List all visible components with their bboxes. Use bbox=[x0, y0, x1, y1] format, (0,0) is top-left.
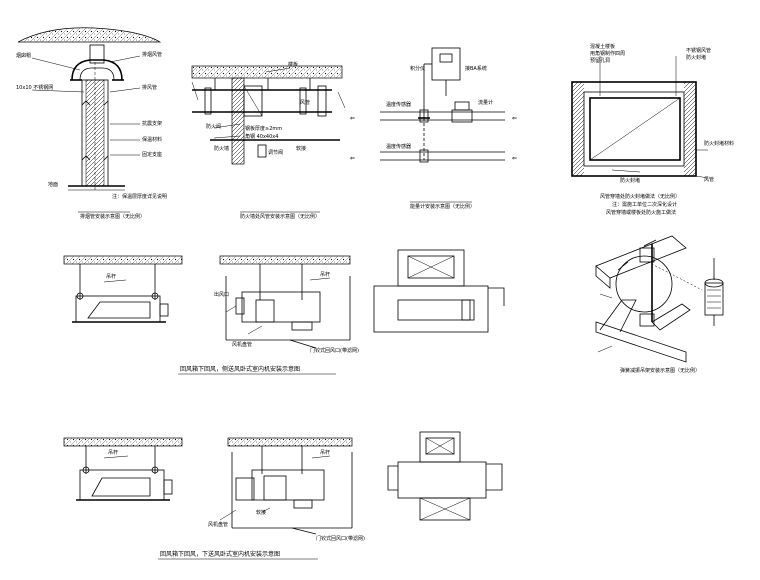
label-hanger-2: 吊杆 bbox=[320, 271, 330, 278]
label-hanger-2: 吊杆 bbox=[320, 449, 330, 456]
caption-drawing-4-3: 风管穿墙或楼板处防火施工做法 bbox=[606, 209, 676, 216]
label-spec-2: 角钢 40x40x4 bbox=[245, 133, 278, 140]
svg-text:⇐: ⇐ bbox=[512, 155, 517, 162]
label-spec-1: 钢板厚度≥2mm bbox=[245, 125, 282, 132]
label-duct-b: 抗震支架 bbox=[142, 120, 162, 127]
svg-text:⇐: ⇐ bbox=[350, 115, 355, 122]
drawing-bottom-supply-unit: 吊杆 吊杆 风机盘管 软接 门铰式回风口(带滤网) 回风箱下回风，下送风卧式室内… bbox=[63, 437, 365, 560]
caption-drawing-5: 回风箱下回风，侧送风卧式室内机安装示意图 bbox=[180, 365, 300, 373]
plan-view-unit-2 bbox=[387, 431, 503, 521]
label-fixing: 固定支座 bbox=[142, 151, 162, 158]
label-return: 门铰式回风口(带滤网) bbox=[310, 347, 359, 354]
label-bas: 接BA系统 bbox=[465, 65, 487, 72]
label-seal: 防火封堵 bbox=[620, 177, 640, 184]
svg-text:⇐: ⇐ bbox=[350, 155, 355, 162]
label-e: 防火封堵 bbox=[686, 54, 706, 61]
label-ground: 地面 bbox=[48, 181, 58, 188]
drawing-energy-meter: ⇐ ⇐ ⇐ ⇐ 积分仪 接BA系统 流量计 温度传感器 温度传感器 能量计安装示… bbox=[350, 47, 517, 210]
label-c: 预留孔洞 bbox=[590, 57, 610, 64]
label-note: 注：保温层厚度详见说明 bbox=[112, 193, 167, 200]
label-sensor-bottom: 温度传感器 bbox=[386, 143, 411, 150]
label-flow-meter: 流量计 bbox=[478, 99, 493, 106]
caption-drawing-7: 弹簧减振吊架安装示意图（无比例） bbox=[620, 367, 700, 374]
label-damper: 调节阀 bbox=[268, 149, 283, 156]
caption-drawing-4-1: 风管穿墙处防火封堵做法（无比例） bbox=[600, 193, 680, 200]
label-coil: 风机盘管 bbox=[232, 341, 252, 348]
label-duct-a: 排烟风管 bbox=[142, 51, 162, 58]
label-b: 用角钢制作四周 bbox=[590, 50, 625, 57]
label-cap: 烟囱帽 bbox=[16, 52, 31, 59]
label-hanger-1: 吊杆 bbox=[106, 273, 116, 280]
caption-drawing-3: 能量计安装示意图（无比例） bbox=[410, 203, 475, 210]
label-sensor-top: 温度传感器 bbox=[386, 101, 411, 108]
caption-drawing-4-2: 注：需施工单位二次深化设计 bbox=[612, 201, 677, 208]
label-wall: 防火墙 bbox=[214, 145, 229, 152]
label-fire-valve: 防火阀 bbox=[206, 123, 221, 130]
label-controller: 积分仪 bbox=[410, 65, 425, 72]
label-mesh: 10x10 不锈钢网 bbox=[16, 84, 53, 91]
label-hanger-1: 吊杆 bbox=[108, 449, 118, 456]
drawing-wall-penetration: 混凝土楼板 用角钢制作四周 预留孔洞 不锈钢风管 防火封堵 防火封堵材料 风管 … bbox=[571, 43, 734, 216]
label-ceiling: 楼板 bbox=[288, 61, 298, 68]
label-f: 防火封堵材料 bbox=[704, 140, 734, 147]
label-return: 门铰式回风口(带滤网) bbox=[316, 535, 365, 542]
plan-view-unit-1 bbox=[373, 249, 505, 333]
caption-drawing-6: 回风箱下回风，下送风卧式室内机安装示意图 bbox=[160, 550, 280, 558]
drawing-firewall-duct: 楼板 风管 钢板厚度≥2mm 角钢 40x40x4 防火阀 防火墙 调节阀 软接… bbox=[191, 61, 346, 220]
label-a: 混凝土楼板 bbox=[590, 43, 615, 50]
drawing-spring-hanger: 弹簧减振吊架安装示意图（无比例） bbox=[595, 235, 724, 374]
label-pipe: 排风管 bbox=[142, 84, 157, 91]
svg-text:⇐: ⇐ bbox=[512, 115, 517, 122]
label-coil: 风机盘管 bbox=[208, 521, 228, 528]
label-flex: 软接 bbox=[296, 145, 306, 152]
label-outlet: 出风口 bbox=[214, 291, 229, 298]
label-g: 风管 bbox=[704, 176, 714, 183]
label-d: 不锈钢风管 bbox=[686, 47, 711, 54]
caption-drawing-2: 防火墙处风管安装示意图（无比例） bbox=[240, 213, 320, 220]
label-main-duct: 风管 bbox=[300, 99, 310, 106]
drawing-side-supply-unit: 吊杆 吊杆 出风口 风机盘管 门铰式回风口(带滤网) 回风箱下回风，侧送风卧式室… bbox=[63, 255, 359, 375]
drawing-exhaust-pipe: 烟囱帽 10x10 不锈钢网 排烟风管 排风管 抗震支架 保温材料 固定支座 地… bbox=[16, 27, 167, 220]
label-flex: 软接 bbox=[256, 509, 266, 516]
caption-drawing-1: 排烟管安装示意图（无比例） bbox=[80, 213, 145, 220]
label-insulation: 保温材料 bbox=[142, 136, 162, 143]
